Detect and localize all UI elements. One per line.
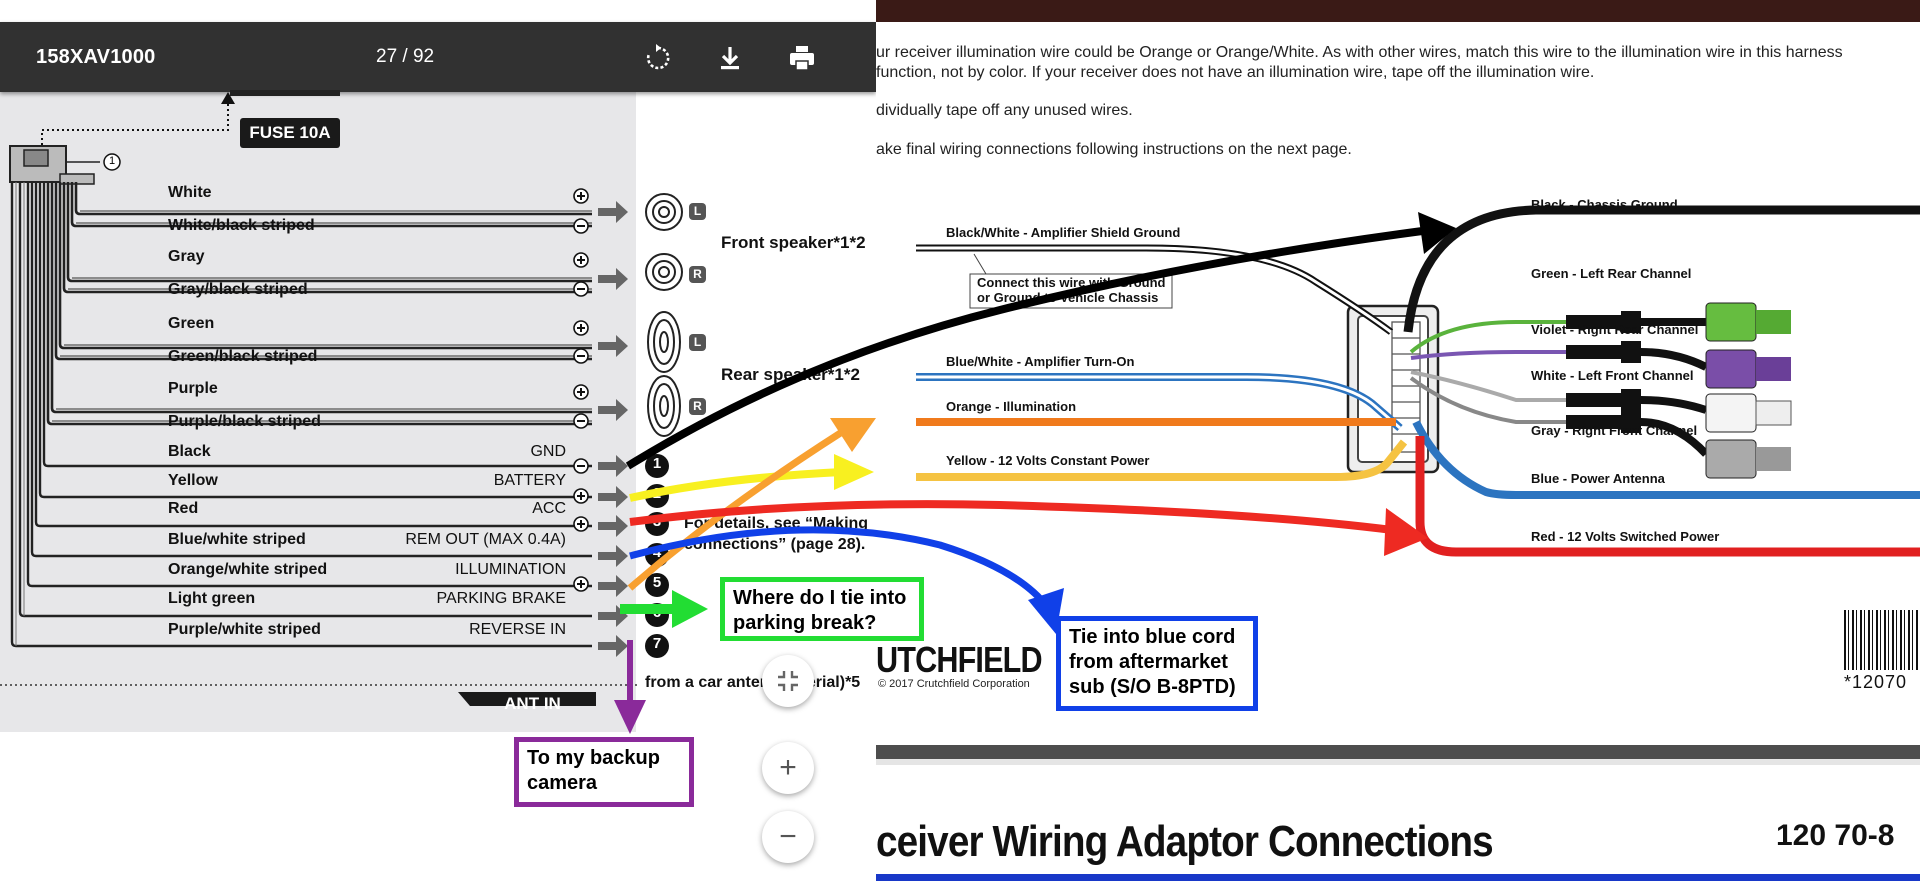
wire-number-7: 7 (652, 635, 662, 652)
label-gray: Gray - Right Front Channel (1531, 423, 1698, 438)
label-white: White - Left Front Channel (1531, 368, 1694, 383)
page-divider (876, 745, 1920, 759)
function-label-illumination: ILLUMINATION (455, 561, 566, 578)
heading-underline (876, 874, 1920, 881)
doc-line-4: ake final wiring connections following i… (876, 141, 1352, 158)
label-black: Black - Chassis Ground (1531, 197, 1678, 212)
wire-label-gray-black: Gray/black striped (168, 281, 308, 298)
wire-label-white-black: White/black striped (168, 217, 315, 234)
wire-label-light-green: Light green (168, 590, 256, 607)
wire-number-5: 5 (652, 574, 662, 591)
pdf-viewer-toolbar: 158XAV1000 27 / 92 (0, 22, 876, 92)
print-icon[interactable] (786, 42, 818, 74)
copyright-text: © 2017 Crutchfield Corporation (878, 678, 1030, 690)
part-number: 120 70-8 (1776, 819, 1895, 852)
label-blue-white: Blue/White - Amplifier Turn-On (946, 354, 1135, 369)
brand-logo-text: UTCHFIELD (876, 639, 1043, 680)
wire-label-purple: Purple (168, 380, 218, 397)
page-indicator: 27 / 92 (376, 46, 435, 67)
page-gap (876, 759, 1920, 765)
connector-marker: 1 (108, 155, 116, 167)
doc-line-3: dividually tape off any unused wires. (876, 102, 1133, 119)
speaker-badge-front-right: R (693, 267, 702, 281)
wire-number-1: 1 (652, 455, 662, 472)
barcode (1844, 610, 1920, 670)
speaker-badge-front-left: L (693, 204, 702, 218)
fit-page-icon (778, 671, 798, 691)
document-title: 158XAV1000 (36, 46, 156, 68)
wire-label-green: Green (168, 315, 215, 332)
harness-diagram (916, 205, 1920, 557)
function-label-battery: BATTERY (493, 472, 566, 489)
zoom-in-button[interactable]: + (762, 742, 814, 794)
barcode-text: *12070 (1844, 672, 1908, 692)
download-icon[interactable] (714, 42, 746, 74)
function-label-reverse-in: REVERSE IN (469, 621, 566, 638)
zoom-out-button[interactable]: − (762, 811, 814, 863)
wire-label-orange-white: Orange/white striped (168, 561, 328, 578)
callout-backup-camera: To my backup camera (514, 737, 694, 807)
fuse-label: FUSE 10A (240, 118, 340, 148)
wire-label-purple-black: Purple/black striped (168, 413, 321, 430)
label-violet: Violet - Right Rear Channel (1531, 322, 1699, 337)
section-heading: ceiver Wiring Adaptor Connections (876, 817, 1494, 866)
label-red: Red - 12 Volts Switched Power (1531, 529, 1720, 544)
function-label-rem-out: REM OUT (MAX 0.4A) (405, 531, 566, 548)
front-speaker-label: Front speaker*1*2 (721, 233, 866, 252)
function-label-gnd: GND (530, 443, 566, 460)
label-orange: Orange - Illumination (946, 399, 1077, 414)
wire-label-yellow: Yellow (168, 472, 218, 489)
wire-label-white: White (168, 184, 212, 201)
ant-in-label: ANT IN (504, 694, 561, 713)
doc-line-2: function, not by color. If your receiver… (876, 64, 1595, 81)
callout-blue-cord: Tie into blue cord from aftermarket sub … (1056, 616, 1258, 711)
function-label-parking-brake: PARKING BRAKE (436, 590, 566, 607)
right-document-page: ur receiver illumination wire could be O… (876, 22, 1920, 881)
function-label-acc: ACC (532, 500, 566, 517)
label-green: Green - Left Rear Channel (1531, 266, 1692, 281)
rotate-icon[interactable] (642, 42, 674, 74)
wire-label-purple-white: Purple/white striped (168, 621, 321, 638)
doc-line-1: ur receiver illumination wire could be O… (876, 44, 1843, 61)
fit-page-button[interactable] (762, 655, 814, 707)
label-black-white: Black/White - Amplifier Shield Ground (946, 225, 1181, 240)
callout-parking-brake: Where do I tie into parking break? (720, 577, 924, 641)
speaker-badge-rear-right: R (693, 399, 702, 413)
wire-label-red: Red (168, 500, 199, 517)
speaker-badge-rear-left: L (693, 335, 702, 349)
details-note-line2: connections” (page 28). (684, 536, 866, 553)
label-blue: Blue - Power Antenna (1531, 471, 1665, 486)
wiring-diagram-drawing (0, 90, 706, 706)
wire-label-gray: Gray (168, 248, 205, 265)
label-yellow: Yellow - 12 Volts Constant Power (946, 453, 1150, 468)
wire-label-blue-white: Blue/white striped (168, 531, 306, 548)
wire-label-green-black: Green/black striped (168, 348, 318, 365)
wire-label-black: Black (168, 443, 211, 460)
